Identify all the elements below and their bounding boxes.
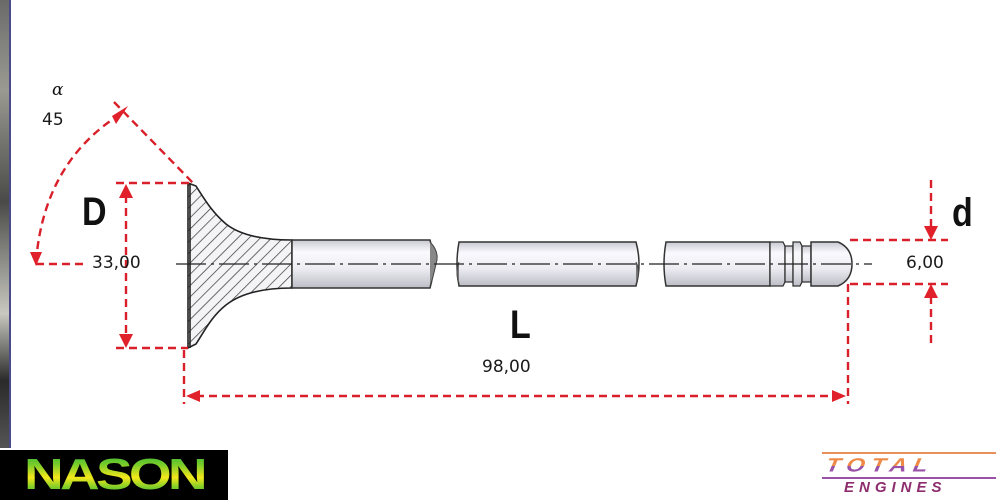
logo-rule-top (822, 452, 996, 454)
valve-head (187, 181, 293, 350)
angle-value: 45 (42, 110, 64, 130)
dimension-lines (34, 101, 948, 404)
logo-rule-middle (822, 477, 996, 479)
angle-leader (113, 101, 195, 185)
nason-logo-text: NASON (24, 450, 208, 499)
angle-symbol: α (52, 80, 64, 100)
dimension-arrows (30, 106, 938, 402)
length-symbol: L (510, 303, 531, 347)
total-engines-logo: TOTAL ENGINES (820, 452, 996, 498)
total-engines-subtitle: ENGINES (844, 479, 947, 496)
stem-diameter-value: 6,00 (906, 253, 944, 273)
head-diameter-value: 33,00 (92, 253, 141, 273)
valve-stem-tip (663, 241, 853, 287)
angle-arc (34, 110, 125, 263)
background-photo-strip (0, 0, 11, 448)
stem-diameter-symbol: d (952, 191, 973, 235)
length-value: 98,00 (482, 357, 531, 377)
total-engines-title: TOTAL (824, 455, 998, 477)
head-diameter-symbol: D (82, 190, 107, 234)
nason-logo: NASON (0, 450, 228, 500)
